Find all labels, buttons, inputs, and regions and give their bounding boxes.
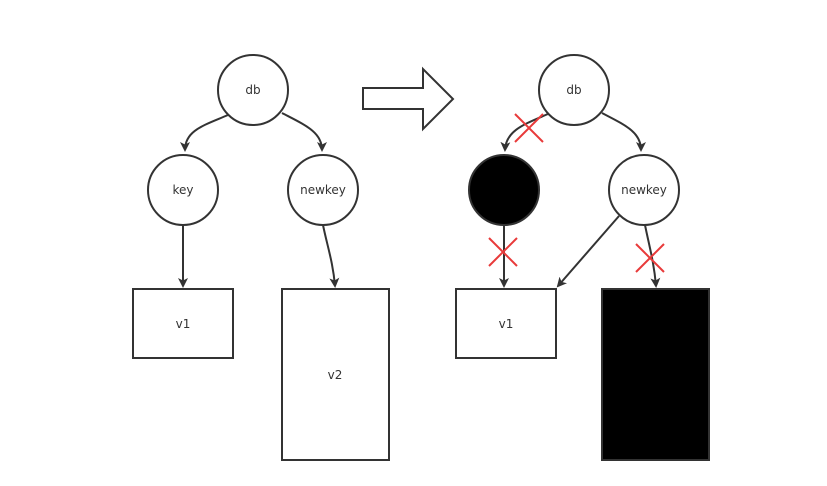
before-db-label: db: [245, 83, 260, 97]
cross-icon-newkey-value: [635, 243, 665, 273]
after-newkey-label: newkey: [621, 183, 667, 197]
edge-newkey-to-deleted-value: [644, 224, 661, 288]
edge-db-to-newkey: [281, 112, 327, 152]
after-graph: db newkey v1: [455, 54, 710, 461]
before-node-db: db: [217, 54, 289, 126]
before-v1-label: v1: [176, 317, 191, 331]
before-node-key: key: [147, 154, 219, 226]
after-db-label: db: [566, 83, 581, 97]
after-value-deleted: [601, 288, 710, 461]
before-value-v1: v1: [132, 288, 234, 359]
before-value-v2: v2: [281, 288, 390, 461]
after-v1-label: v1: [499, 317, 514, 331]
before-node-newkey: newkey: [287, 154, 359, 226]
edge-db-to-deleted-key: [500, 113, 549, 152]
edge-newkey-to-v2: [322, 224, 340, 288]
before-key-label: key: [172, 183, 193, 197]
cross-icon-db-key: [514, 113, 544, 143]
after-node-newkey: newkey: [608, 154, 680, 226]
after-node-db: db: [538, 54, 610, 126]
after-value-v1: v1: [455, 288, 557, 359]
before-v2-label: v2: [328, 368, 343, 382]
edge-db-to-key: [180, 114, 229, 152]
right-arrow-icon: [362, 66, 455, 132]
before-graph: db key newkey v1 v2: [132, 54, 390, 461]
cross-icon-key-v1: [488, 237, 518, 267]
before-newkey-label: newkey: [300, 183, 346, 197]
edge-db-to-newkey-after: [601, 112, 646, 152]
edge-newkey-to-v1-after: [556, 215, 620, 288]
after-node-deleted-key: [468, 154, 540, 226]
